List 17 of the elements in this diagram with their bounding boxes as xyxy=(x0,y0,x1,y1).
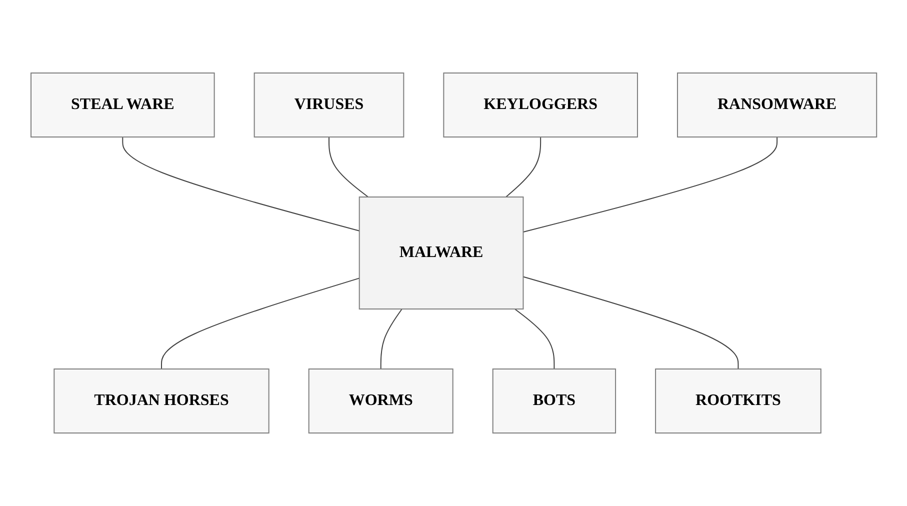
node-box: RANSOMWARE xyxy=(676,72,877,138)
node-box: WORMS xyxy=(308,368,454,434)
connector xyxy=(160,278,360,370)
node-box: STEAL WARE xyxy=(30,72,214,138)
connector xyxy=(505,136,541,198)
node-box: ROOTKITS xyxy=(654,368,822,434)
connector xyxy=(122,136,360,232)
connector xyxy=(522,136,778,233)
connector xyxy=(380,308,402,370)
node-box: VIRUSES xyxy=(254,72,404,138)
node-box: KEYLOGGERS xyxy=(442,72,638,138)
node-box: MALWARE xyxy=(358,196,524,310)
connector xyxy=(328,136,368,198)
connector xyxy=(514,308,554,370)
node-box: TROJAN HORSES xyxy=(53,368,270,434)
connector xyxy=(522,276,738,370)
node-box: BOTS xyxy=(492,368,616,434)
